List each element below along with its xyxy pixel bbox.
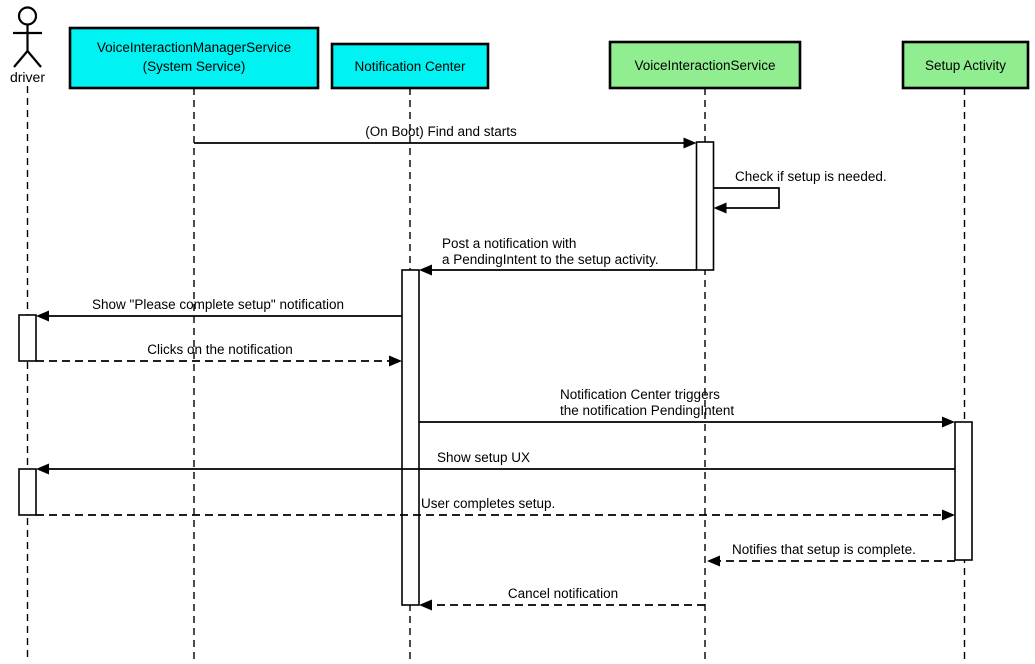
message-label-line1: Post a notification with bbox=[442, 236, 576, 251]
message-label: User completes setup. bbox=[421, 496, 555, 511]
actor-driver-label: driver bbox=[10, 69, 45, 85]
message-show-please-complete-setup-notification: Show "Please complete setup" notificatio… bbox=[36, 297, 402, 322]
activation-driver-1 bbox=[18, 314, 37, 362]
message-label-line2: a PendingIntent to the setup activity. bbox=[442, 252, 659, 267]
message-notification-center-triggers-pendingintent: Notification Center triggers the notific… bbox=[419, 387, 955, 428]
arrowhead-right-icon bbox=[389, 355, 402, 367]
participant-voiceinteractionservice: VoiceInteractionService bbox=[608, 40, 802, 90]
arrowhead-left-icon bbox=[419, 264, 432, 276]
message-post-a-notification: Post a notification with a PendingIntent… bbox=[419, 236, 697, 276]
message-show-setup-ux: Show setup UX bbox=[36, 450, 955, 475]
message-check-if-setup-is-needed: Check if setup is needed. bbox=[713, 169, 887, 214]
activation-setup-activity bbox=[954, 421, 973, 561]
actor-leg-right-icon bbox=[26, 50, 42, 68]
message-label-line1: Notification Center triggers bbox=[560, 387, 720, 402]
message-self-loop bbox=[713, 187, 780, 209]
message-label: Check if setup is needed. bbox=[735, 169, 887, 184]
message-clicks-on-the-notification: Clicks on the notification bbox=[36, 342, 402, 367]
activation-voiceinteractionservice bbox=[695, 141, 715, 271]
message-label: (On Boot) Find and starts bbox=[365, 124, 517, 139]
actor-head-icon bbox=[17, 6, 38, 26]
arrowhead-right-icon bbox=[942, 416, 955, 428]
actor-driver: driver bbox=[10, 6, 45, 85]
message-notifies-setup-complete: Notifies that setup is complete. bbox=[707, 542, 955, 567]
participant-box bbox=[68, 26, 320, 90]
participant-label: VoiceInteractionService bbox=[634, 58, 775, 73]
participant-notification-center: Notification Center bbox=[330, 42, 490, 90]
message-label: Show "Please complete setup" notificatio… bbox=[92, 297, 344, 312]
activation-notification-center bbox=[401, 269, 420, 606]
message-label: Notifies that setup is complete. bbox=[732, 542, 916, 557]
message-user-completes-setup: User completes setup. bbox=[36, 496, 955, 521]
message-label: Cancel notification bbox=[508, 586, 618, 601]
message-on-boot-find-and-starts: (On Boot) Find and starts bbox=[194, 124, 697, 149]
participant-box bbox=[330, 42, 490, 90]
participant-box bbox=[901, 40, 1030, 90]
message-cancel-notification: Cancel notification bbox=[419, 586, 705, 611]
arrowhead-left-icon bbox=[419, 599, 432, 611]
arrowhead-right-icon bbox=[683, 137, 697, 149]
participant-box bbox=[608, 40, 802, 90]
participant-label-line2: (System Service) bbox=[143, 59, 246, 74]
message-label-line2: the notification PendingIntent bbox=[560, 403, 734, 418]
participant-label: Setup Activity bbox=[925, 58, 1006, 73]
arrowhead-left-icon bbox=[713, 202, 727, 214]
participant-label: Notification Center bbox=[354, 59, 466, 74]
message-label: Show setup UX bbox=[437, 450, 530, 465]
arrowhead-right-icon bbox=[942, 509, 955, 521]
arrowhead-left-icon bbox=[36, 463, 49, 475]
arrowhead-left-icon bbox=[36, 310, 49, 322]
actor-leg-left-icon bbox=[13, 50, 29, 68]
participant-label-line1: VoiceInteractionManagerService bbox=[97, 40, 291, 55]
participant-voiceinteractionmanagerservice: VoiceInteractionManagerService (System S… bbox=[68, 26, 320, 90]
participant-setup-activity: Setup Activity bbox=[901, 40, 1030, 90]
activation-driver-2 bbox=[18, 468, 37, 516]
message-label: Clicks on the notification bbox=[147, 342, 293, 357]
arrowhead-left-icon bbox=[707, 555, 720, 567]
